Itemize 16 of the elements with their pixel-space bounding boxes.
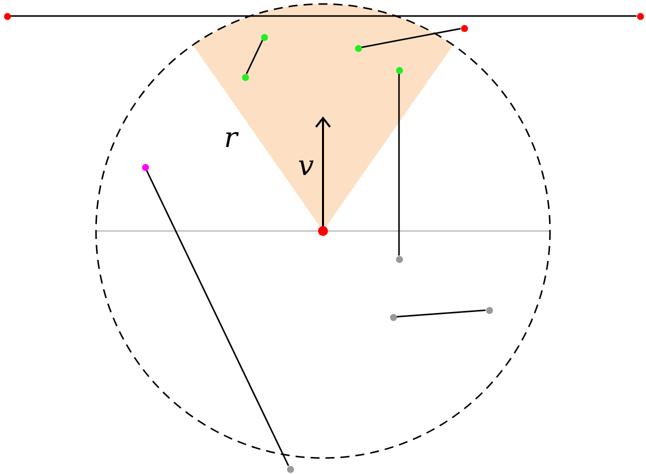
radius-label: r [224, 124, 238, 152]
point-dot [142, 164, 148, 170]
line-segment [361, 28, 461, 48]
velocity-label: v [298, 152, 314, 180]
point-dot [486, 306, 492, 314]
point-dot [390, 314, 396, 320]
point-dot [396, 256, 402, 262]
point-dot [4, 12, 10, 20]
line-segment [398, 74, 400, 256]
point-dot [286, 466, 294, 472]
line-segment [146, 170, 290, 466]
point-dot [636, 12, 644, 20]
line-segment [246, 40, 264, 74]
line-segment [10, 15, 636, 17]
point-dot [460, 24, 468, 32]
line-segment [396, 310, 486, 318]
